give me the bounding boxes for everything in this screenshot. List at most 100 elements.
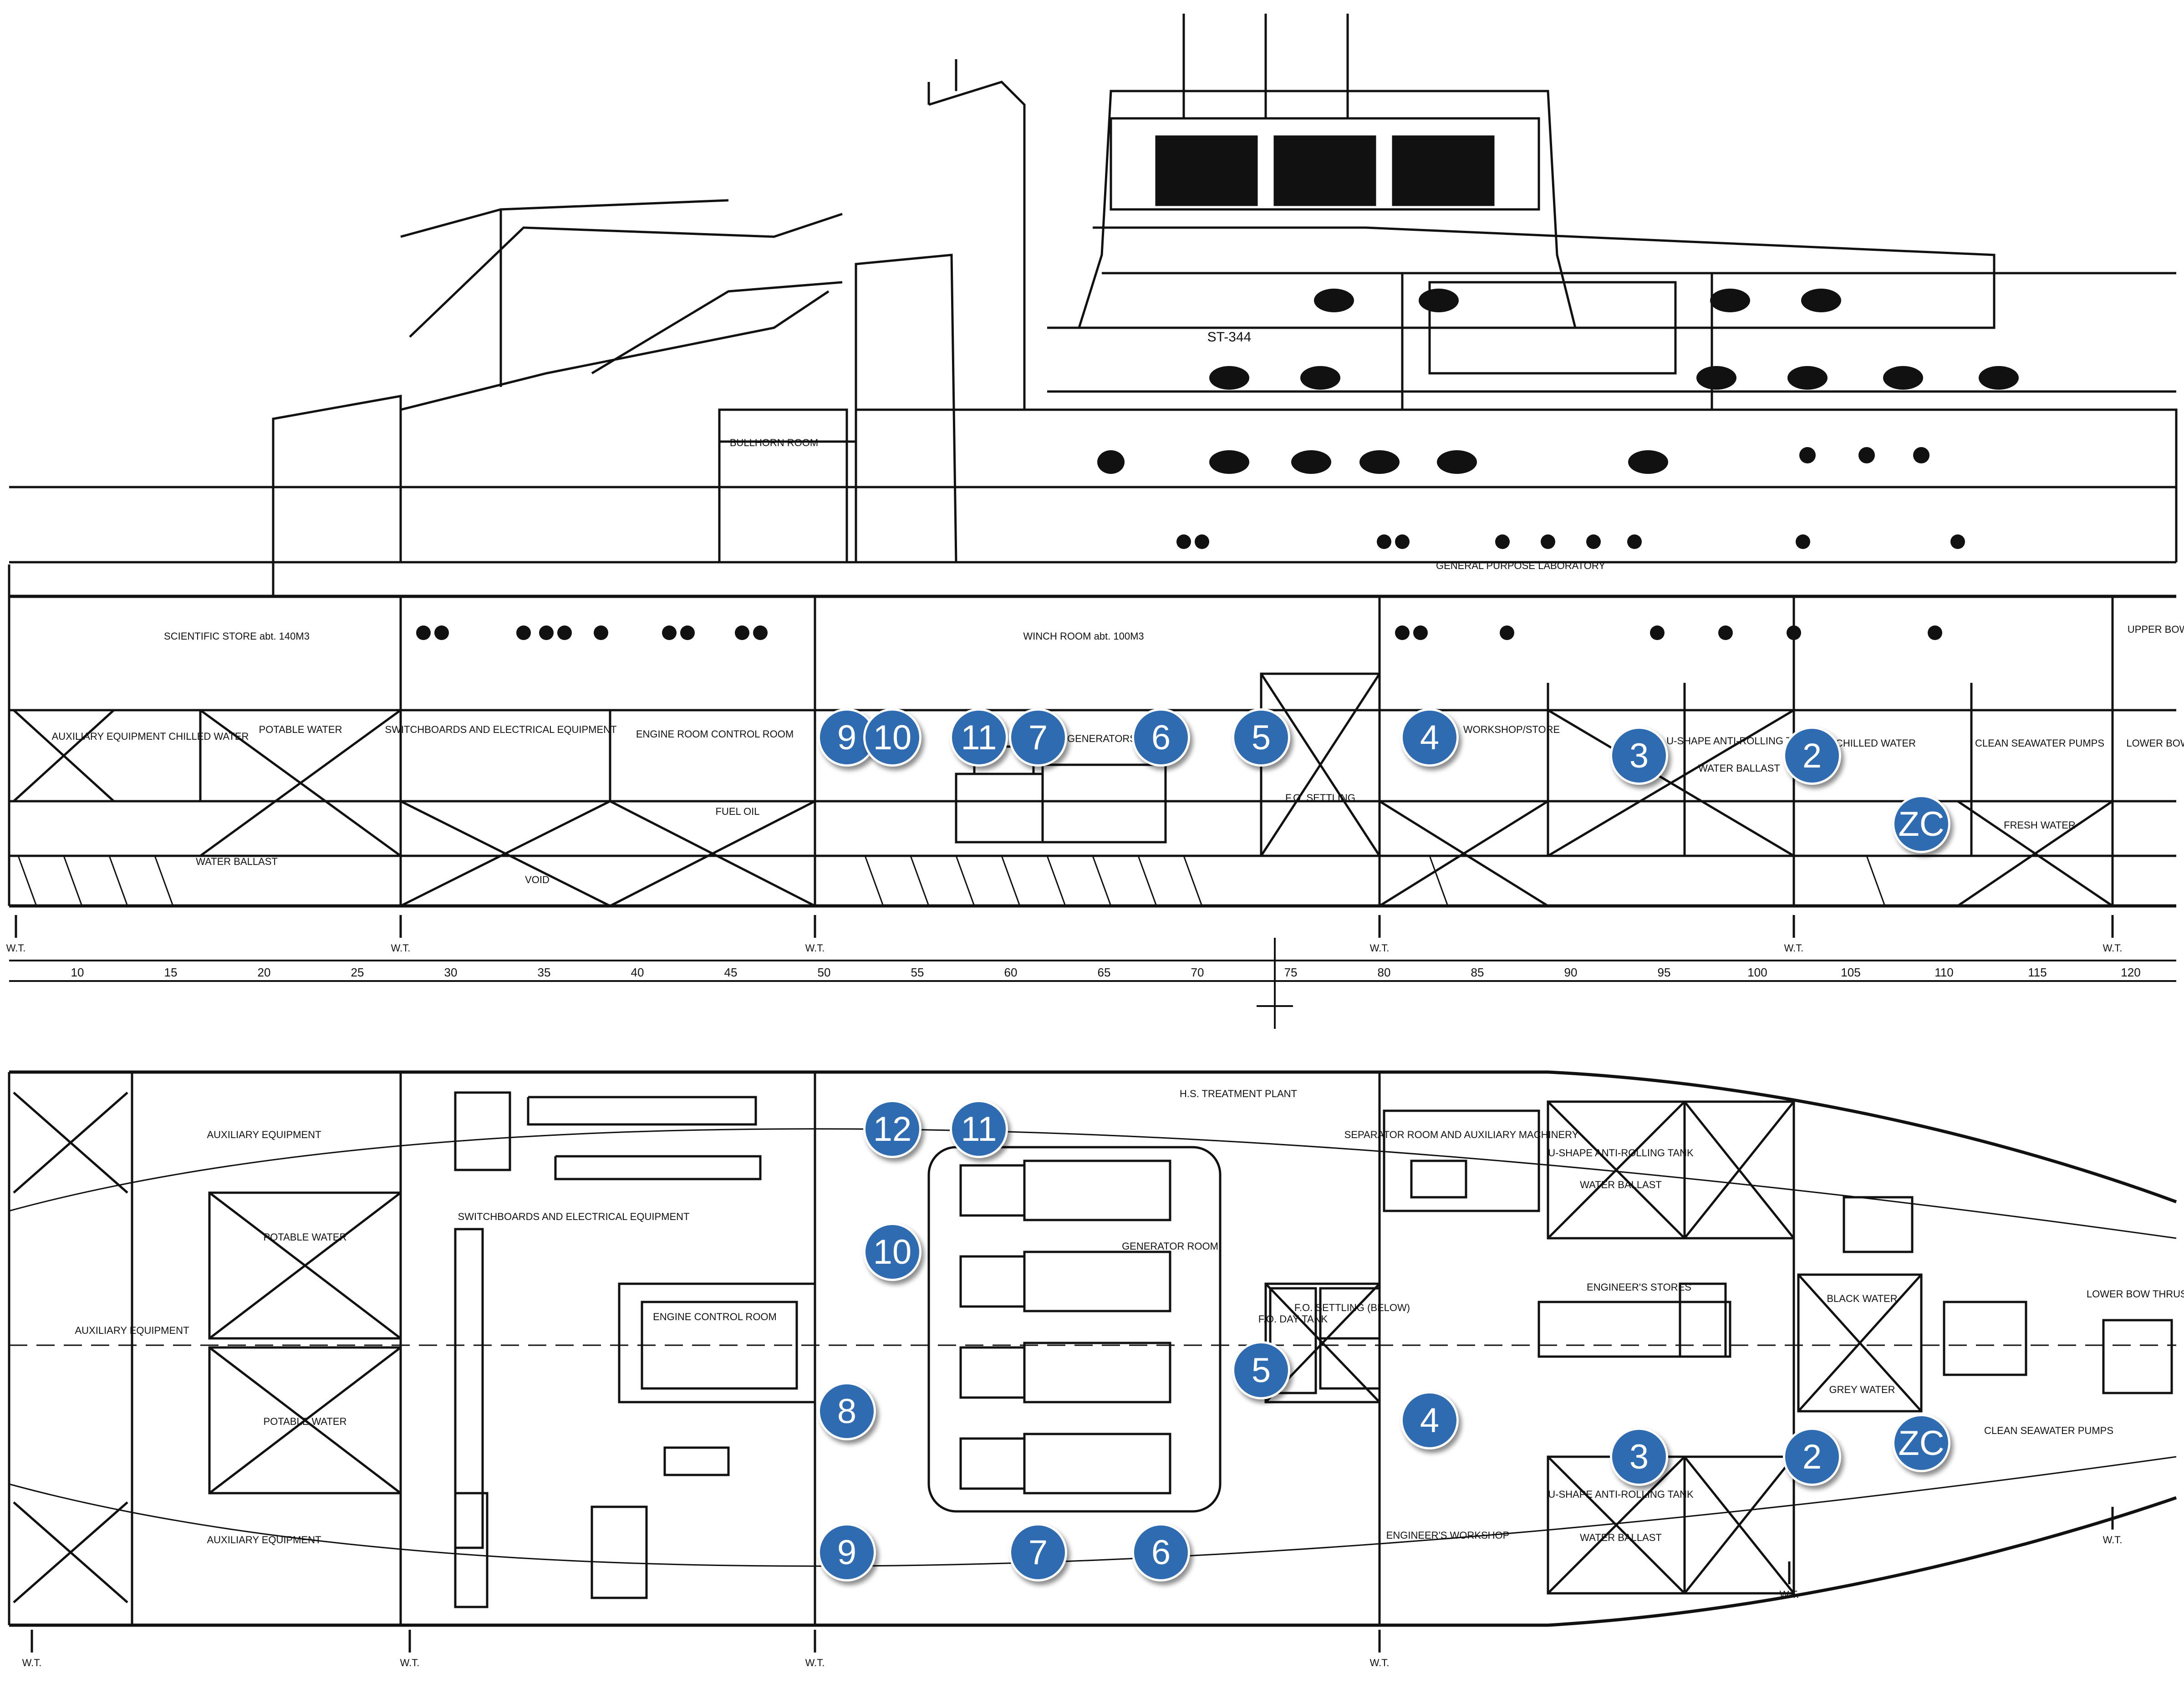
- wt-label: W.T.: [1370, 1657, 1390, 1668]
- marker-plan-zc[interactable]: ZC: [1892, 1414, 1950, 1472]
- label-general-lab: GENERAL PURPOSE LABORATORY: [1436, 560, 1605, 571]
- frame-tick: 115: [2028, 966, 2047, 979]
- marker-plan-12[interactable]: 12: [863, 1100, 921, 1158]
- frame-tick: 25: [351, 966, 364, 979]
- label-aux-eq-bot: AUXILIARY EQUIPMENT: [207, 1534, 321, 1546]
- label-fresh-water: FRESH WATER: [2004, 819, 2076, 831]
- label-engineers-workshop: ENGINEER'S WORKSHOP: [1386, 1530, 1510, 1541]
- label-potable-bot: POTABLE WATER: [264, 1416, 347, 1427]
- marker-plan-9[interactable]: 9: [818, 1523, 876, 1581]
- marker-plan-8[interactable]: 8: [818, 1382, 876, 1440]
- label-clean-seawater: CLEAN SEAWATER PUMPS: [1975, 737, 2104, 749]
- label-scientific-store: SCIENTIFIC STORE abt. 140M3: [164, 630, 310, 642]
- label-engine-control: ENGINE ROOM CONTROL ROOM: [636, 728, 794, 740]
- label-switchboards: SWITCHBOARDS AND ELECTRICAL EQUIPMENT: [385, 724, 617, 735]
- frame-tick: 55: [911, 966, 924, 979]
- label-fo-day-tank: F.O. DAY TANK: [1258, 1313, 1328, 1325]
- frame-tick: 95: [1658, 966, 1671, 979]
- marker-elevation-10[interactable]: 10: [863, 708, 921, 767]
- frame-tick: 65: [1098, 966, 1111, 979]
- marker-elevation-zc[interactable]: ZC: [1892, 795, 1950, 853]
- marker-elevation-3[interactable]: 3: [1610, 727, 1668, 785]
- frame-tick: 90: [1564, 966, 1578, 979]
- marker-elevation-4[interactable]: 4: [1400, 708, 1459, 767]
- label-lower-bow-thruster: LOWER BOW THRUST: [2087, 1288, 2184, 1300]
- label-grey-water: GREY WATER: [1829, 1384, 1895, 1395]
- frame-tick: 35: [538, 966, 551, 979]
- marker-plan-4[interactable]: 4: [1400, 1391, 1459, 1449]
- marker-plan-5[interactable]: 5: [1232, 1341, 1290, 1399]
- label-fuel-oil: FUEL OIL: [716, 806, 760, 817]
- label-clean-seawater-plan: CLEAN SEAWATER PUMPS: [1984, 1425, 2113, 1436]
- marker-plan-7[interactable]: 7: [1009, 1523, 1067, 1581]
- wt-label: W.T.: [1780, 1589, 1799, 1600]
- frame-tick: 120: [2121, 966, 2140, 979]
- label-hull-number: ST-344: [1207, 330, 1252, 345]
- label-treatment-plant: H.S. TREATMENT PLANT: [1180, 1088, 1297, 1099]
- wt-label: W.T.: [6, 942, 26, 954]
- label-aux-equipment-chilled: AUXILIARY EQUIPMENT CHILLED WATER: [52, 731, 249, 742]
- plan-labels: AUXILIARY EQUIPMENT AUXILIARY EQUIPMENT …: [75, 1088, 2184, 1546]
- frame-scale: 10 15 20 25 30 35 40 45 50 55 60 65 70 7…: [71, 966, 2141, 979]
- marker-plan-10[interactable]: 10: [863, 1223, 921, 1281]
- marker-plan-6[interactable]: 6: [1132, 1523, 1190, 1581]
- label-fo-settling-plan: F.O. SETTLING (BELOW): [1294, 1302, 1410, 1313]
- label-engine-control-room: ENGINE CONTROL ROOM: [653, 1311, 777, 1322]
- wt-label: W.T.: [805, 942, 825, 954]
- frame-tick: 85: [1471, 966, 1484, 979]
- label-generators: GENERATORS: [1067, 733, 1136, 744]
- label-potable-top: POTABLE WATER: [264, 1231, 347, 1243]
- label-water-ballast-top: WATER BALLAST: [1580, 1179, 1662, 1190]
- marker-elevation-7[interactable]: 7: [1009, 708, 1067, 767]
- marker-plan-3[interactable]: 3: [1610, 1428, 1668, 1486]
- label-fo-settling: F.O. SETTLING: [1285, 792, 1355, 803]
- frame-tick: 75: [1284, 966, 1298, 979]
- frame-tick: 110: [1935, 966, 1953, 979]
- frame-tick: 45: [724, 966, 738, 979]
- marker-elevation-2[interactable]: 2: [1783, 727, 1841, 785]
- label-engineers-stores: ENGINEER'S STORES: [1587, 1281, 1691, 1293]
- frame-tick: 10: [71, 966, 84, 979]
- marker-plan-11[interactable]: 11: [950, 1100, 1008, 1158]
- marker-elevation-5[interactable]: 5: [1232, 708, 1290, 767]
- wt-label: W.T.: [1370, 942, 1390, 954]
- frame-tick: 40: [631, 966, 644, 979]
- frame-tick: 30: [444, 966, 458, 979]
- wt-label: W.T.: [400, 1657, 420, 1668]
- wt-label: W.T.: [391, 942, 411, 954]
- frame-tick: 20: [258, 966, 271, 979]
- watertight-labels: W.T. W.T. W.T. W.T. W.T. W.T. W.T. W.T. …: [6, 942, 2123, 1668]
- wt-label: W.T.: [2103, 1534, 2123, 1546]
- label-bullhorn: BULLHORN ROOM: [730, 437, 818, 448]
- label-aux-eq-top: AUXILIARY EQUIPMENT: [207, 1129, 321, 1140]
- label-winch-room: WINCH ROOM abt. 100M3: [1023, 630, 1144, 642]
- label-water-ballast-2: WATER BALLAST: [1698, 763, 1780, 774]
- wt-label: W.T.: [22, 1657, 42, 1668]
- label-potable-water: POTABLE WATER: [259, 724, 342, 735]
- frame-tick: 70: [1191, 966, 1204, 979]
- label-u-shape-top: U-SHAPE ANTI-ROLLING TANK: [1548, 1147, 1694, 1159]
- label-lower-bow: LOWER BOW: [2126, 737, 2184, 749]
- frame-tick: 15: [164, 966, 178, 979]
- frame-tick: 80: [1378, 966, 1391, 979]
- label-chilled-water: CHILLED WATER: [1836, 737, 1916, 749]
- marker-elevation-11[interactable]: 11: [950, 708, 1008, 767]
- wt-label: W.T.: [2103, 942, 2123, 954]
- wt-label: W.T.: [1784, 942, 1804, 954]
- wt-label: W.T.: [805, 1657, 825, 1668]
- label-workshop-store: WORKSHOP/STORE: [1463, 724, 1560, 735]
- label-void: VOID: [525, 874, 550, 885]
- elevation-labels: SCIENTIFIC STORE abt. 140M3 WINCH ROOM a…: [52, 330, 2184, 885]
- marker-plan-2[interactable]: 2: [1783, 1428, 1841, 1486]
- marker-elevation-6[interactable]: 6: [1132, 708, 1190, 767]
- label-separator-room: SEPARATOR ROOM AND AUXILIARY MACHINERY: [1344, 1129, 1579, 1140]
- label-water-ballast-bot: WATER BALLAST: [1580, 1532, 1662, 1543]
- label-water-ballast: WATER BALLAST: [196, 856, 278, 867]
- label-u-shape-bot: U-SHAPE ANTI-ROLLING TANK: [1548, 1489, 1694, 1500]
- frame-tick: 100: [1747, 966, 1767, 979]
- frame-tick: 50: [818, 966, 831, 979]
- label-generator-room: GENERATOR ROOM: [1122, 1241, 1218, 1252]
- frame-tick: 60: [1004, 966, 1018, 979]
- label-switchboards-plan: SWITCHBOARDS AND ELECTRICAL EQUIPMENT: [458, 1211, 690, 1222]
